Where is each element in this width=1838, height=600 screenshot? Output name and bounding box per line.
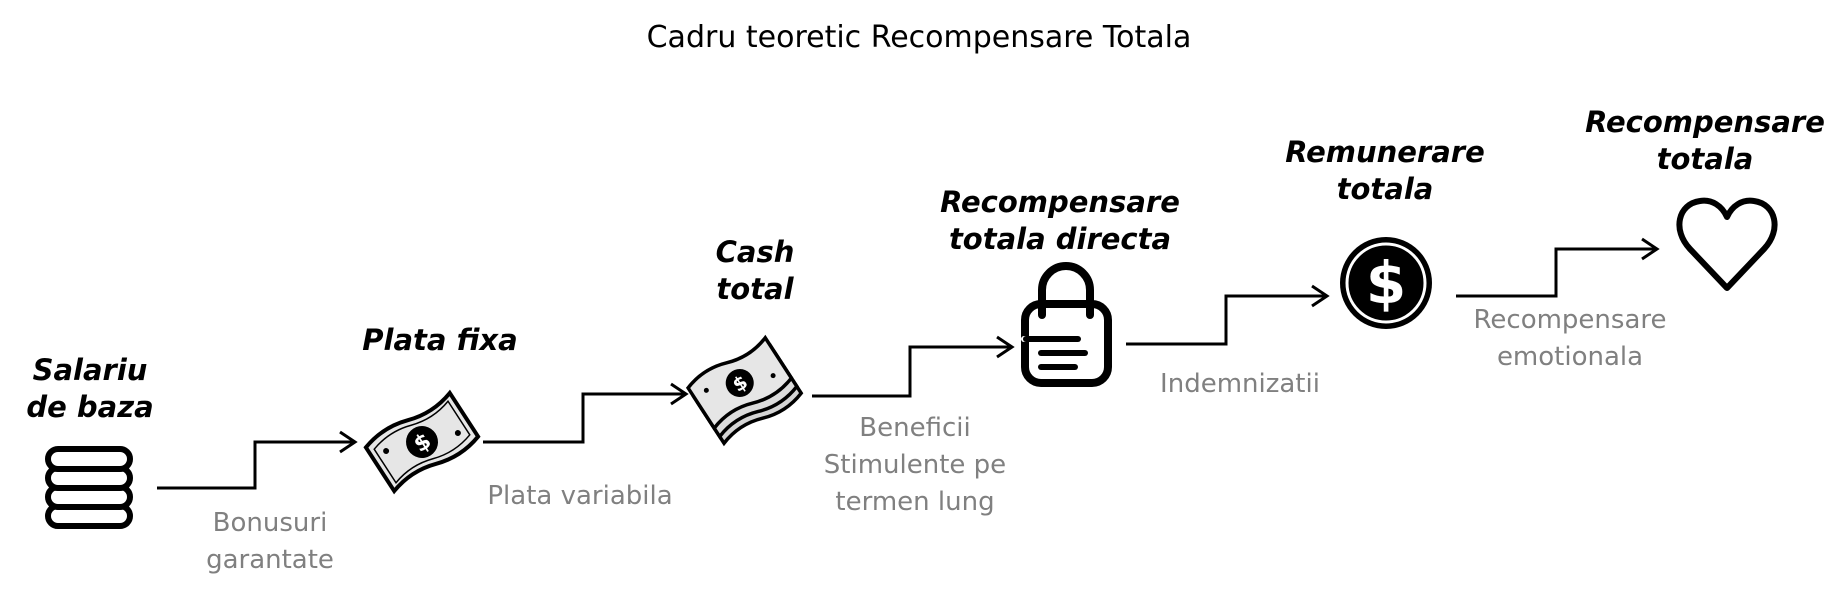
dollar-coin-icon: $ (1340, 237, 1432, 329)
cash-stack-icon: $ (685, 334, 804, 447)
step-arrow-5-head (1641, 237, 1660, 261)
step-arrow-4-head (1311, 284, 1330, 308)
shopping-bag-icon (1021, 262, 1112, 387)
step-arrow-1-head (339, 430, 358, 454)
diagram-title: Cadru teoretic Recompensare Totala (646, 20, 1192, 55)
step-arrow-2-head (670, 382, 689, 406)
svg-text:$: $ (1366, 249, 1406, 317)
step-arrow-3 (812, 345, 1012, 398)
step-arrow-5 (1456, 247, 1657, 298)
step-arrow-1 (157, 440, 355, 490)
step-arrow-3-head (996, 335, 1015, 359)
connector-indemnizatii-label: Indemnizatii (1160, 369, 1320, 399)
step-arrow-4 (1126, 294, 1327, 346)
heart-icon (1676, 197, 1778, 291)
banknote-icon: $ (363, 389, 481, 495)
stage-plata-fixa-label: Plata fixa (362, 323, 518, 357)
step-arrow-2 (483, 392, 686, 444)
coin-stack-icon (45, 446, 133, 529)
connector-plata-variabila-label: Plata variabila (487, 481, 673, 511)
